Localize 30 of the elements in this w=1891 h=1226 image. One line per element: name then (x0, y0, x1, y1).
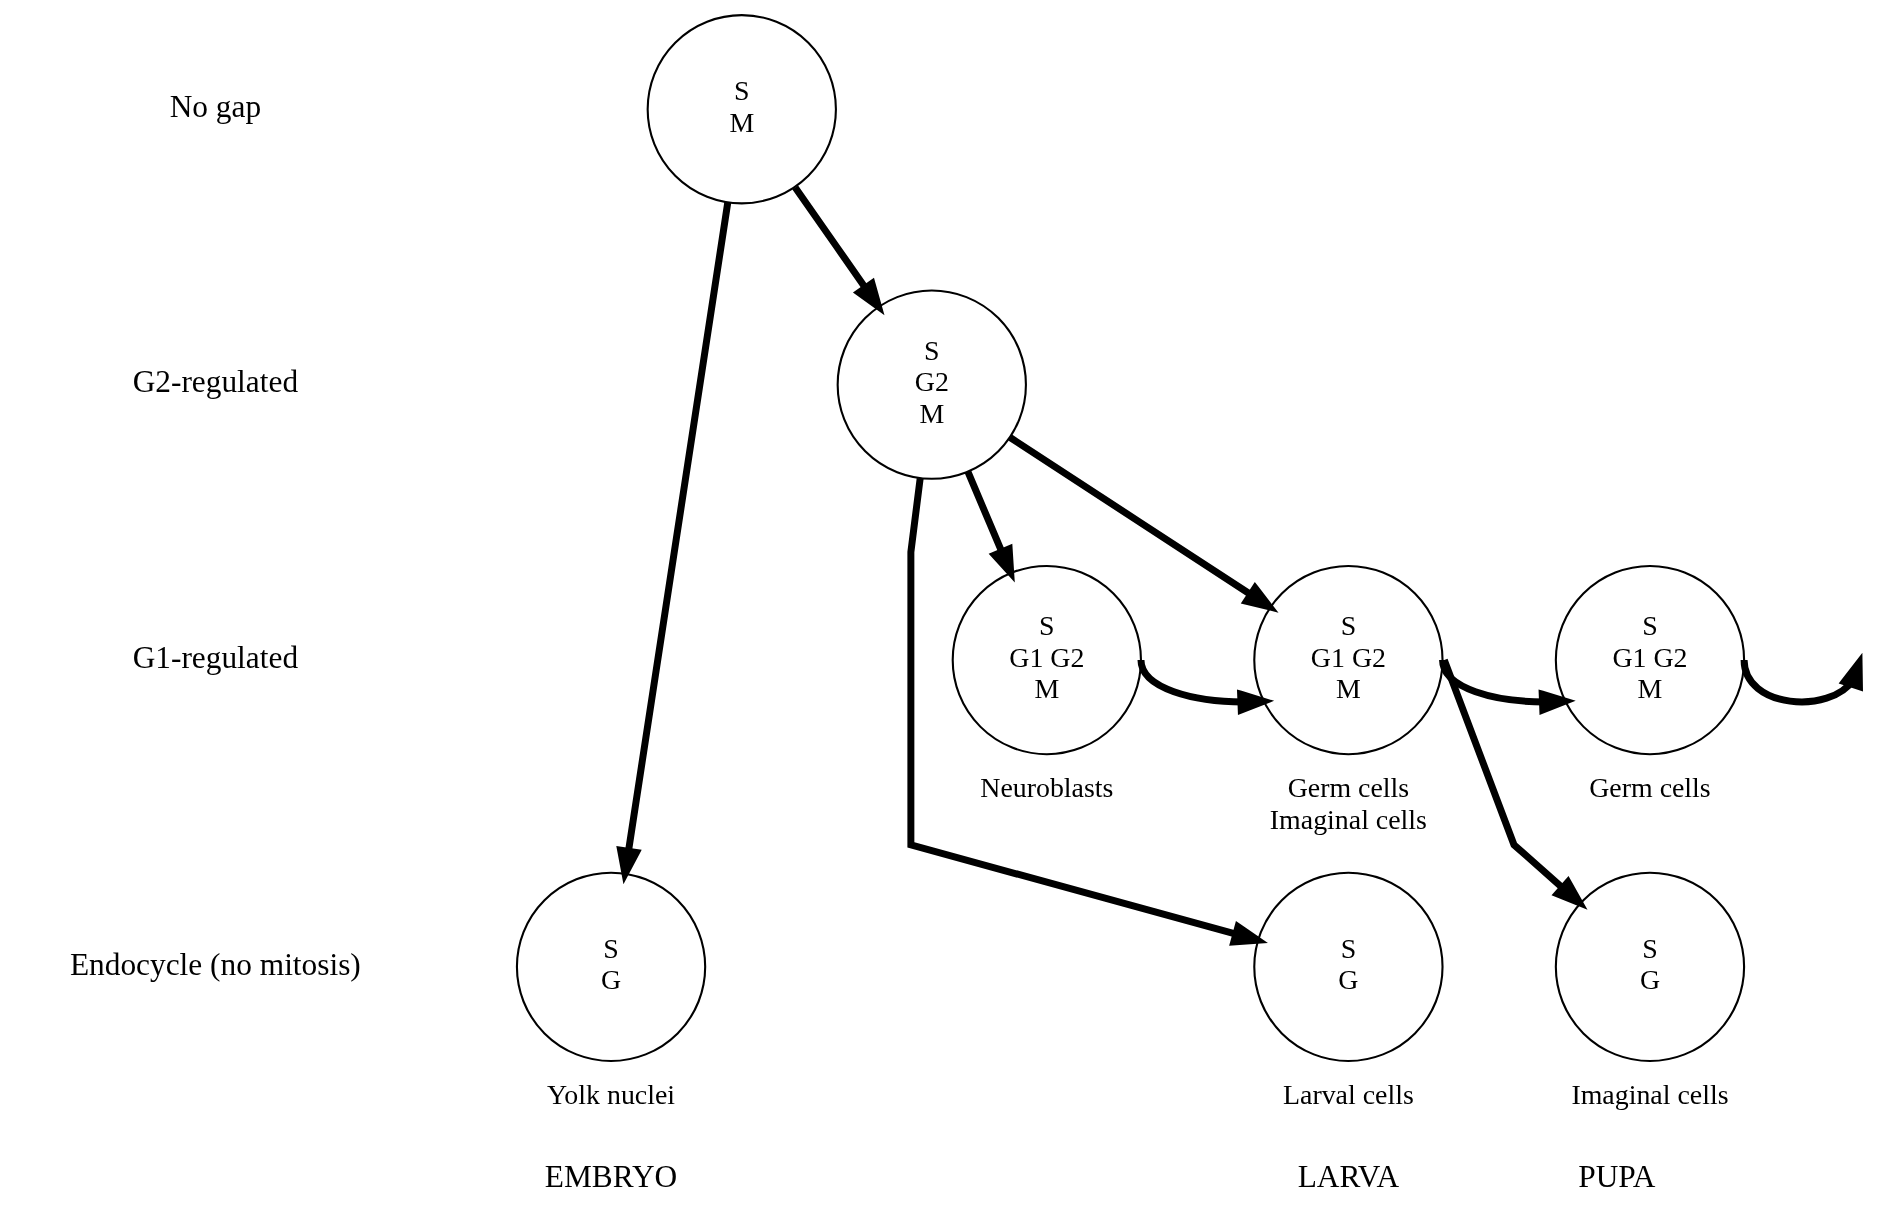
label: PUPA (1577, 1159, 1655, 1195)
arrow (1137, 659, 1274, 716)
node-label: Imaginal cells (1570, 1079, 1729, 1111)
arrow (791, 185, 884, 316)
node-circle: S G (515, 871, 706, 1063)
node-label: Larval cells (1282, 1079, 1414, 1111)
node-label: Germ cells (1287, 772, 1409, 804)
arrow (906, 477, 1268, 946)
label: G1-regulated (132, 639, 298, 675)
node-circle: S G2 M (836, 289, 1027, 480)
label: EMBRYO (544, 1159, 677, 1195)
node-label: Yolk nuclei (546, 1079, 675, 1111)
node-circle: S G1 G2 M (1252, 564, 1444, 756)
node-circle: S G (1554, 871, 1745, 1063)
label: No gap (169, 88, 261, 124)
label: G2-regulated (132, 364, 298, 400)
node-label: Germ cells (1588, 772, 1711, 804)
arrow (615, 201, 731, 885)
node-label: Neuroblasts (979, 772, 1113, 804)
node-circle: S G (1252, 871, 1444, 1063)
node-circle: S G1 G2 M (1554, 564, 1745, 756)
node-circle: S G1 G2 M (951, 564, 1142, 756)
label: Endocycle (no mitosis) (69, 946, 361, 982)
arrow (1438, 659, 1576, 716)
node-circle: S M (646, 14, 837, 205)
node-label: Imaginal cells (1269, 803, 1427, 835)
arrow (964, 470, 1015, 583)
arrow (1440, 658, 1587, 910)
arrow (1007, 434, 1278, 613)
label: LARVA (1297, 1159, 1399, 1195)
